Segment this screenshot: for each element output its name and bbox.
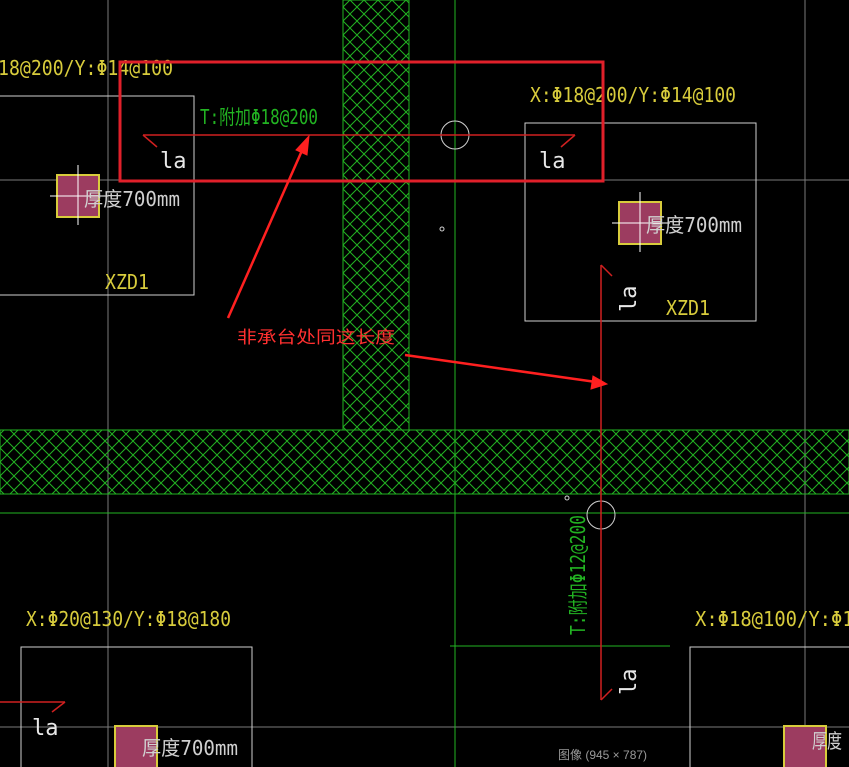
la-mark-vertical-top[interactable]: la bbox=[617, 286, 642, 313]
wall-horizontal bbox=[0, 429, 849, 495]
small-dot-icon bbox=[564, 495, 570, 501]
additional-rebar-label-vertical[interactable]: T:附加Φ12@200 bbox=[566, 515, 590, 635]
thickness-label-bottom-right[interactable]: 厚度 bbox=[812, 729, 842, 753]
arrow-icon bbox=[226, 134, 310, 319]
thickness-label-bottom-left[interactable]: 厚度700mm bbox=[142, 736, 238, 760]
rebar-label-bottom-right[interactable]: X:Φ18@100/Y:Φ18 bbox=[695, 607, 849, 631]
highlight-box bbox=[118, 60, 605, 183]
column-square-icon[interactable] bbox=[612, 192, 670, 252]
la-mark-bottom-left[interactable]: la bbox=[32, 716, 59, 741]
pile-cap-name-left[interactable]: XZD1 bbox=[105, 270, 149, 294]
rebar-label-top-right[interactable]: X:Φ18@200/Y:Φ14@100 bbox=[530, 83, 736, 107]
small-dot-icon bbox=[439, 226, 445, 232]
annotation-note[interactable]: 非承台处同这长度 bbox=[237, 328, 395, 348]
arrow-icon bbox=[404, 353, 609, 390]
pile-cap-outlines bbox=[0, 95, 849, 767]
column-square-icon[interactable] bbox=[50, 165, 108, 225]
thickness-label-right[interactable]: 厚度700mm bbox=[646, 213, 742, 237]
la-mark-vertical-bottom[interactable]: la bbox=[617, 669, 642, 696]
la-mark-left[interactable]: la bbox=[160, 149, 187, 174]
rebar-label-bottom-left[interactable]: X:Φ20@130/Y:Φ18@180 bbox=[26, 607, 231, 631]
thickness-label-left[interactable]: 厚度700mm bbox=[84, 187, 180, 211]
pile-cap-name-right[interactable]: XZD1 bbox=[666, 296, 710, 320]
rebar-label-top-left[interactable]: 18@200/Y:Φ14@100 bbox=[0, 56, 173, 80]
additional-rebar-lines bbox=[0, 134, 613, 713]
wall-vertical bbox=[342, 0, 410, 431]
column-square-icon[interactable] bbox=[783, 725, 827, 767]
column-square-icon[interactable] bbox=[114, 725, 158, 767]
image-size-caption: 图像 (945 × 787) bbox=[558, 748, 647, 762]
la-mark-right[interactable]: la bbox=[539, 149, 566, 174]
additional-rebar-label-horizontal[interactable]: T:附加Φ18@200 bbox=[200, 105, 318, 129]
